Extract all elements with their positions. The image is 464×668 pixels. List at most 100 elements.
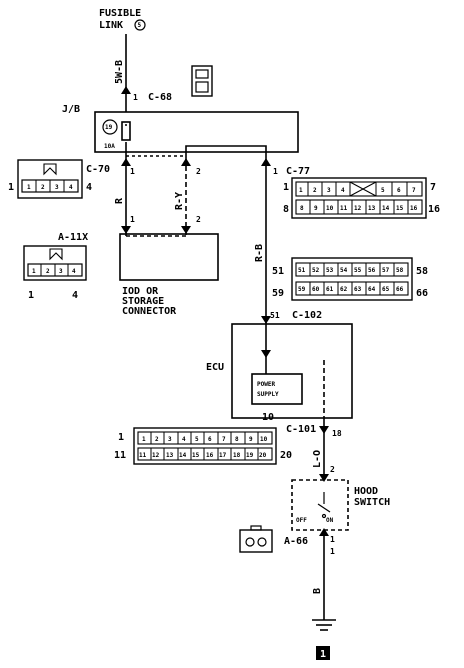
- c101-pin-1: 1: [142, 436, 146, 443]
- hood-switch-on: ON: [326, 517, 334, 524]
- c70-connector-arrow: [121, 158, 131, 166]
- c101-pin-4: 4: [182, 436, 186, 443]
- c101-face-left1: 1: [118, 432, 124, 443]
- c101-pin-18: 18: [233, 452, 241, 459]
- hood-switch-contact: [317, 492, 331, 519]
- a11x-face: [23, 245, 87, 281]
- hood-switch-box: [291, 479, 349, 531]
- fusible-link-number-circle: [134, 19, 146, 31]
- c77-pin-15: 15: [396, 205, 404, 212]
- fuse-19: [121, 121, 131, 141]
- c102-pin-55: 55: [354, 267, 362, 274]
- wire-label-rb: R-B: [254, 244, 265, 262]
- c101-pin-12: 12: [152, 452, 160, 459]
- c102-pin-59: 59: [298, 286, 306, 293]
- c70-pin2-arrow: [181, 158, 191, 166]
- c77-pin-12: 12: [354, 205, 362, 212]
- c77-pin-2: 2: [313, 187, 317, 194]
- c70-pin-4: 4: [69, 184, 73, 191]
- c77-pin-4: 4: [341, 187, 345, 194]
- c102-pin-57: 57: [382, 267, 390, 274]
- pin-c101: 18: [332, 429, 342, 438]
- a11x-face-left: 1: [28, 290, 34, 301]
- c102-pin-58: 58: [396, 267, 404, 274]
- c101-pin-6: 6: [208, 436, 212, 443]
- c77-connector-arrow: [261, 158, 271, 166]
- c68-face-icon: [191, 65, 213, 97]
- fusible-link-line2: LINK: [99, 20, 123, 31]
- ecu-label: ECU: [206, 362, 224, 373]
- fusible-link-number: 5: [138, 22, 142, 29]
- iod-connector-box: [119, 233, 219, 281]
- fuse-number-circle: [102, 119, 118, 135]
- c102-pin-56: 56: [368, 267, 376, 274]
- c102-pin-65: 65: [382, 286, 390, 293]
- ground-reference: 1: [320, 649, 326, 660]
- c77-face-right2: 16: [428, 204, 440, 215]
- c77-pin-3: 3: [327, 187, 331, 194]
- c77-face-left2: 8: [283, 204, 289, 215]
- fuse-number: 19: [105, 124, 113, 131]
- c77-pin-9: 9: [314, 205, 318, 212]
- a11x-pin-3: 3: [59, 268, 63, 275]
- pin-c68: 1: [133, 93, 138, 102]
- c77-pin-5: 5: [381, 187, 385, 194]
- c101-pin-14: 14: [179, 452, 187, 459]
- c102-connector-arrow: [261, 316, 271, 324]
- c102-pin-53: 53: [326, 267, 334, 274]
- c101-pin-10: 10: [260, 436, 268, 443]
- c70-face-left: 1: [8, 182, 14, 193]
- c101-pin-17: 17: [219, 452, 227, 459]
- iod-line1: IOD OR: [122, 286, 159, 297]
- pin-hood-1: 1: [330, 535, 335, 544]
- hood-switch-off: OFF: [296, 517, 307, 524]
- c102-face-left2: 59: [272, 288, 284, 299]
- c101-face-right2: 20: [280, 450, 292, 461]
- c101-face-left2: 11: [114, 450, 126, 461]
- jb-bus-right: [185, 145, 267, 158]
- pin-a66: 1: [330, 547, 335, 556]
- c77-pin-16: 16: [410, 205, 418, 212]
- c101-pin-7: 7: [222, 436, 226, 443]
- pin-c77: 1: [273, 167, 278, 176]
- iod-line2: STORAGE: [122, 296, 164, 307]
- c101-pin-8: 8: [235, 436, 239, 443]
- c77-pin-7: 7: [412, 187, 416, 194]
- c101-pin-15: 15: [192, 452, 200, 459]
- c102-pin-51: 51: [298, 267, 306, 274]
- c77-pin-14: 14: [382, 205, 390, 212]
- hood-pin2-arrow: [319, 474, 329, 482]
- c101-pin-20: 20: [259, 452, 267, 459]
- pin-c70-b: 1: [130, 215, 135, 224]
- pin-c70: 1: [130, 167, 135, 176]
- a11x-pin-2: 2: [46, 268, 50, 275]
- hood-switch-line1: HOOD: [354, 486, 378, 497]
- ground-reference-box: [316, 646, 330, 660]
- c101-pin-3: 3: [168, 436, 172, 443]
- junction-block-box: [94, 111, 299, 153]
- wire-label-ry: R-Y: [174, 192, 185, 210]
- connector-c70: C-70: [86, 164, 110, 175]
- c70-pin-1: 1: [27, 184, 31, 191]
- power-supply-line2: SUPPLY: [257, 391, 279, 398]
- pin-hood-2: 2: [330, 465, 335, 474]
- fuse-dot: [125, 124, 127, 126]
- c77-pin-1: 1: [299, 187, 303, 194]
- power-supply-line1: POWER: [257, 381, 275, 388]
- a11x-face-right: 4: [72, 290, 78, 301]
- c101-face-right1: 10: [262, 412, 274, 423]
- c77-face: [291, 177, 427, 219]
- c77-pin-8: 8: [300, 205, 304, 212]
- c101-pin-16: 16: [206, 452, 214, 459]
- pin-c70-2b: 2: [196, 215, 201, 224]
- connector-a66: A-66: [284, 536, 308, 547]
- c102-face-left1: 51: [272, 266, 284, 277]
- c77-face-right1: 7: [430, 182, 436, 193]
- c77-pin-13: 13: [368, 205, 376, 212]
- c68-connector-arrow: [121, 86, 131, 94]
- c102-pin-61: 61: [326, 286, 334, 293]
- c101-pin-19: 19: [246, 452, 254, 459]
- c102-pin-64: 64: [368, 286, 376, 293]
